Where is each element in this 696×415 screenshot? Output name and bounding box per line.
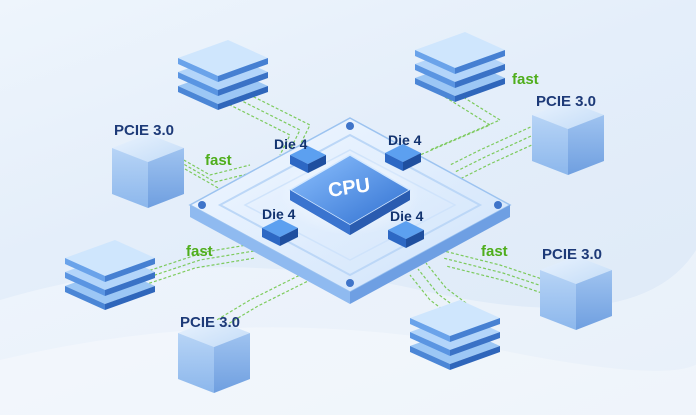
mount-point [198,201,206,209]
die-label: Die 4 [274,136,307,152]
pcie-label: PCIE 3.0 [542,246,602,263]
fast-link-label: fast [481,243,508,260]
mount-point [494,201,502,209]
pcie-label: PCIE 3.0 [180,314,240,331]
die-label: Die 4 [388,132,421,148]
pcie-cube [112,134,184,208]
memory-stack [415,32,505,102]
pcie-cube [532,101,604,175]
pcie-label: PCIE 3.0 [536,93,596,110]
fast-link-label: fast [512,71,539,88]
fast-link-label: fast [186,243,213,260]
mount-point [346,279,354,287]
memory-stack [178,40,268,110]
fast-link-label: fast [205,152,232,169]
die-label: Die 4 [262,206,295,222]
pcie-cube [540,256,612,330]
mount-point [346,122,354,130]
pcie-label: PCIE 3.0 [114,122,174,139]
die-label: Die 4 [390,208,423,224]
